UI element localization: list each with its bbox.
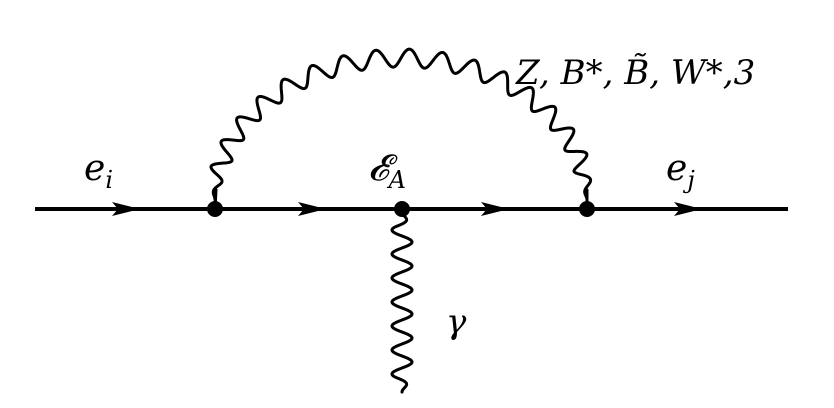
incoming-fermion-label: ei — [84, 148, 113, 194]
arrow-incoming — [112, 202, 140, 216]
photon-label: γ — [446, 302, 467, 342]
photon-wavy-line — [390, 210, 414, 394]
outgoing-fermion-label: ej — [666, 148, 695, 194]
right-vertex — [579, 201, 595, 217]
internal-fermion-label: 𝓔A — [368, 148, 406, 194]
left-vertex — [207, 201, 223, 217]
arrow-outgoing — [674, 202, 702, 216]
loop-boson-label: Z, B*, B̃, W*,3 — [515, 53, 755, 93]
loop-boson-wavy-line — [209, 47, 593, 211]
arrow-internal-left — [298, 202, 326, 216]
center-vertex — [394, 201, 410, 217]
arrow-internal-right — [481, 202, 509, 216]
